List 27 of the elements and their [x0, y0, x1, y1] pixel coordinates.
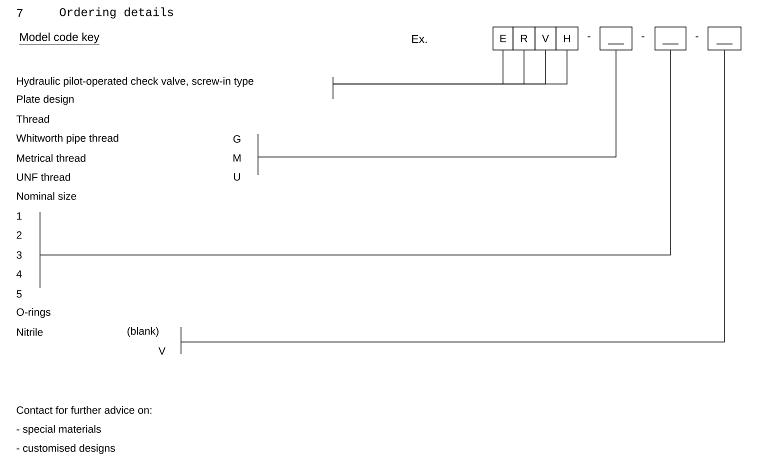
code-box: E — [492, 26, 514, 50]
blank-code-box — [600, 26, 632, 50]
connector-line — [258, 50, 616, 158]
option-list: 1 2 3 4 5 — [16, 212, 40, 298]
heading: Model code key — [19, 32, 100, 45]
option-heading: Plate design — [17, 95, 74, 105]
blank-code-box — [708, 26, 742, 50]
note: Contact for further advice on: — [16, 406, 152, 414]
option-list: Whitworth pipe thread G Metrical thread M UNF thread U — [16, 134, 258, 181]
note: - customised designs — [16, 444, 115, 454]
connector-line — [40, 50, 671, 256]
code-box: H — [556, 26, 578, 50]
title: Ordering details — [60, 7, 173, 19]
separator-dash: - — [642, 36, 644, 38]
code-box: V — [534, 26, 556, 50]
note: - special materials — [16, 425, 101, 435]
code-box: R — [512, 26, 536, 50]
connector-line — [181, 50, 725, 342]
separator-dash: - — [588, 36, 590, 38]
option-heading: Nominal size — [17, 192, 76, 200]
example-label: Ex. — [412, 35, 427, 43]
separator-dash: - — [696, 36, 698, 38]
section-number: 7 — [17, 9, 22, 17]
option-heading: Thread — [16, 115, 49, 123]
blank-code-box — [654, 26, 686, 50]
option-list: Nitrile (blank) V — [17, 326, 182, 355]
option-heading: O-rings — [16, 308, 50, 318]
